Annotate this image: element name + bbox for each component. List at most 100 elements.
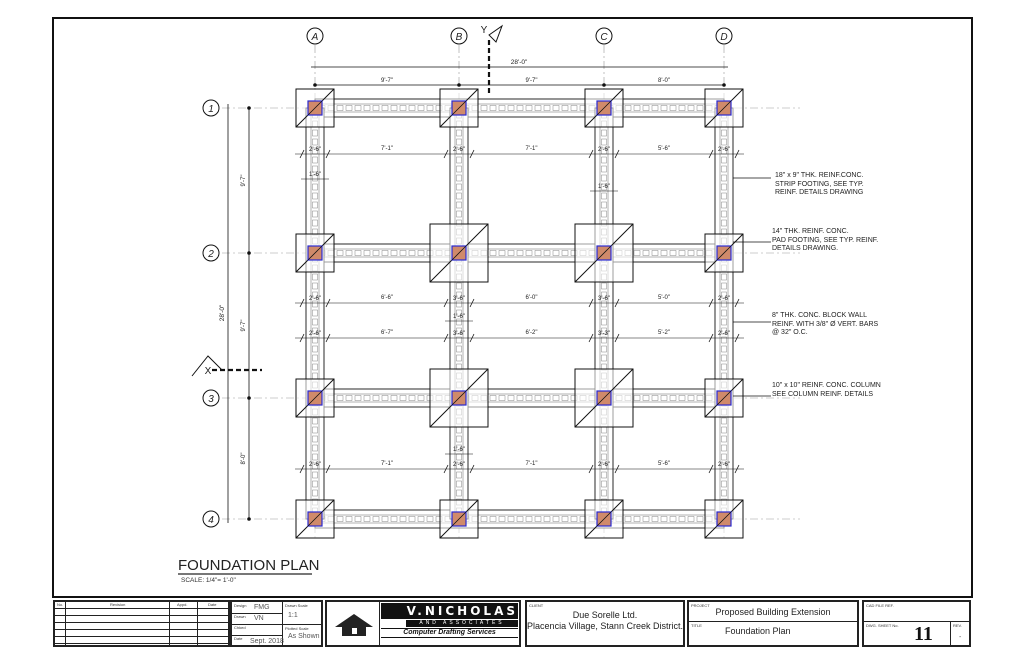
concrete-block <box>721 183 727 191</box>
concrete-block <box>721 444 727 452</box>
concrete-block <box>660 516 668 522</box>
concrete-block <box>543 395 551 401</box>
concrete-block <box>456 444 462 452</box>
concrete-block <box>543 105 551 111</box>
project-label: PROJECT <box>691 603 710 608</box>
concrete-block <box>312 201 318 209</box>
concrete-block <box>721 201 727 209</box>
drawn-scale-value: 1:1 <box>288 612 298 619</box>
concrete-block <box>601 489 607 497</box>
dimension-tick <box>299 149 305 159</box>
concrete-block <box>601 129 607 137</box>
plan-geometry <box>191 24 800 540</box>
dimension-dot <box>247 517 251 521</box>
footing-width-label: 1'-6" <box>453 447 465 453</box>
date-value: Sept. 2018 <box>250 638 284 645</box>
concrete-block <box>601 471 607 479</box>
grid-label-3: 3 <box>208 394 214 405</box>
concrete-block <box>678 105 686 111</box>
section-marker-x: X <box>205 366 212 377</box>
concrete-block <box>525 395 533 401</box>
concrete-block <box>721 282 727 290</box>
dimension-tick <box>734 333 740 343</box>
concrete-block <box>516 516 524 522</box>
dimension-tick <box>708 149 714 159</box>
concrete-block <box>399 250 407 256</box>
concrete-block <box>456 156 462 164</box>
grid-bubble-4 <box>202 510 220 528</box>
design-value: FMG <box>254 604 270 611</box>
concrete-block <box>678 516 686 522</box>
concrete-block <box>642 395 650 401</box>
dimension-tick <box>325 333 331 343</box>
grid-bubble-1 <box>202 99 220 117</box>
note-strip-footing: 18" x 9" THK. REINF.CONC. STRIP FOOTING,… <box>775 172 864 196</box>
date-label: Date <box>234 636 243 641</box>
dimension-tick <box>299 298 305 308</box>
concrete-block <box>561 250 569 256</box>
pad-width-label: 2'-6" <box>453 147 465 153</box>
dimension-tick <box>325 149 331 159</box>
concrete-block <box>561 516 569 522</box>
concrete-block <box>426 516 434 522</box>
concrete-block <box>534 395 542 401</box>
concrete-block <box>669 250 677 256</box>
concrete-block <box>721 300 727 308</box>
pad-width-label: 2'-6" <box>598 462 610 468</box>
concrete-block <box>721 471 727 479</box>
concrete-block <box>601 345 607 353</box>
concrete-block <box>312 219 318 227</box>
concrete-block <box>721 363 727 371</box>
concrete-block <box>516 105 524 111</box>
project-name: Proposed Building Extension <box>715 607 831 617</box>
concrete-block <box>372 105 380 111</box>
concrete-block <box>696 250 704 256</box>
concrete-block <box>721 426 727 434</box>
concrete-block <box>312 345 318 353</box>
concrete-block <box>390 395 398 401</box>
overall-depth-label: 28'-0" <box>219 304 226 321</box>
revision-grid <box>55 602 228 645</box>
dimension-tick <box>614 149 620 159</box>
gap-width-label: 6'-6" <box>381 295 393 301</box>
concrete-block <box>354 395 362 401</box>
concrete-block <box>552 395 560 401</box>
gap-width-label: 7'-1" <box>381 461 393 467</box>
dimension-tick <box>469 333 475 343</box>
concrete-block <box>696 395 704 401</box>
concrete-block <box>489 105 497 111</box>
concrete-block <box>498 250 506 256</box>
concrete-block <box>570 105 578 111</box>
dimension-dot <box>247 396 251 400</box>
concrete-block <box>601 435 607 443</box>
sheet-number: 11 <box>914 623 933 645</box>
dimension-tick <box>325 298 331 308</box>
concrete-block <box>312 165 318 173</box>
concrete-block <box>721 273 727 281</box>
pad-width-label: 2'-6" <box>718 331 730 337</box>
drawn-label: Drawn <box>234 614 246 619</box>
block-wall <box>314 393 725 403</box>
concrete-block <box>624 105 632 111</box>
concrete-block <box>456 174 462 182</box>
concrete-block <box>417 250 425 256</box>
concrete-block <box>498 516 506 522</box>
section-arrow-y <box>488 24 504 43</box>
dimension-dot <box>313 83 317 87</box>
block-wall <box>314 514 725 524</box>
concrete-block <box>312 138 318 146</box>
rev-header-no: No. <box>57 602 64 607</box>
column-diagonal <box>596 245 612 261</box>
concrete-block <box>381 395 389 401</box>
pad-width-label: 2'-6" <box>309 462 321 468</box>
note-column: 10" x 10" REINF. CONC. COLUMN SEE COLUMN… <box>772 382 881 398</box>
concrete-block <box>417 105 425 111</box>
concrete-block <box>312 417 318 425</box>
note-pad-footing: 14" THK. REINF. CONC. PAD FOOTING, SEE T… <box>772 228 879 252</box>
concrete-block <box>601 201 607 209</box>
concrete-block <box>601 282 607 290</box>
dimension-tick <box>734 149 740 159</box>
concrete-block <box>417 516 425 522</box>
dimension-dot <box>457 83 461 87</box>
